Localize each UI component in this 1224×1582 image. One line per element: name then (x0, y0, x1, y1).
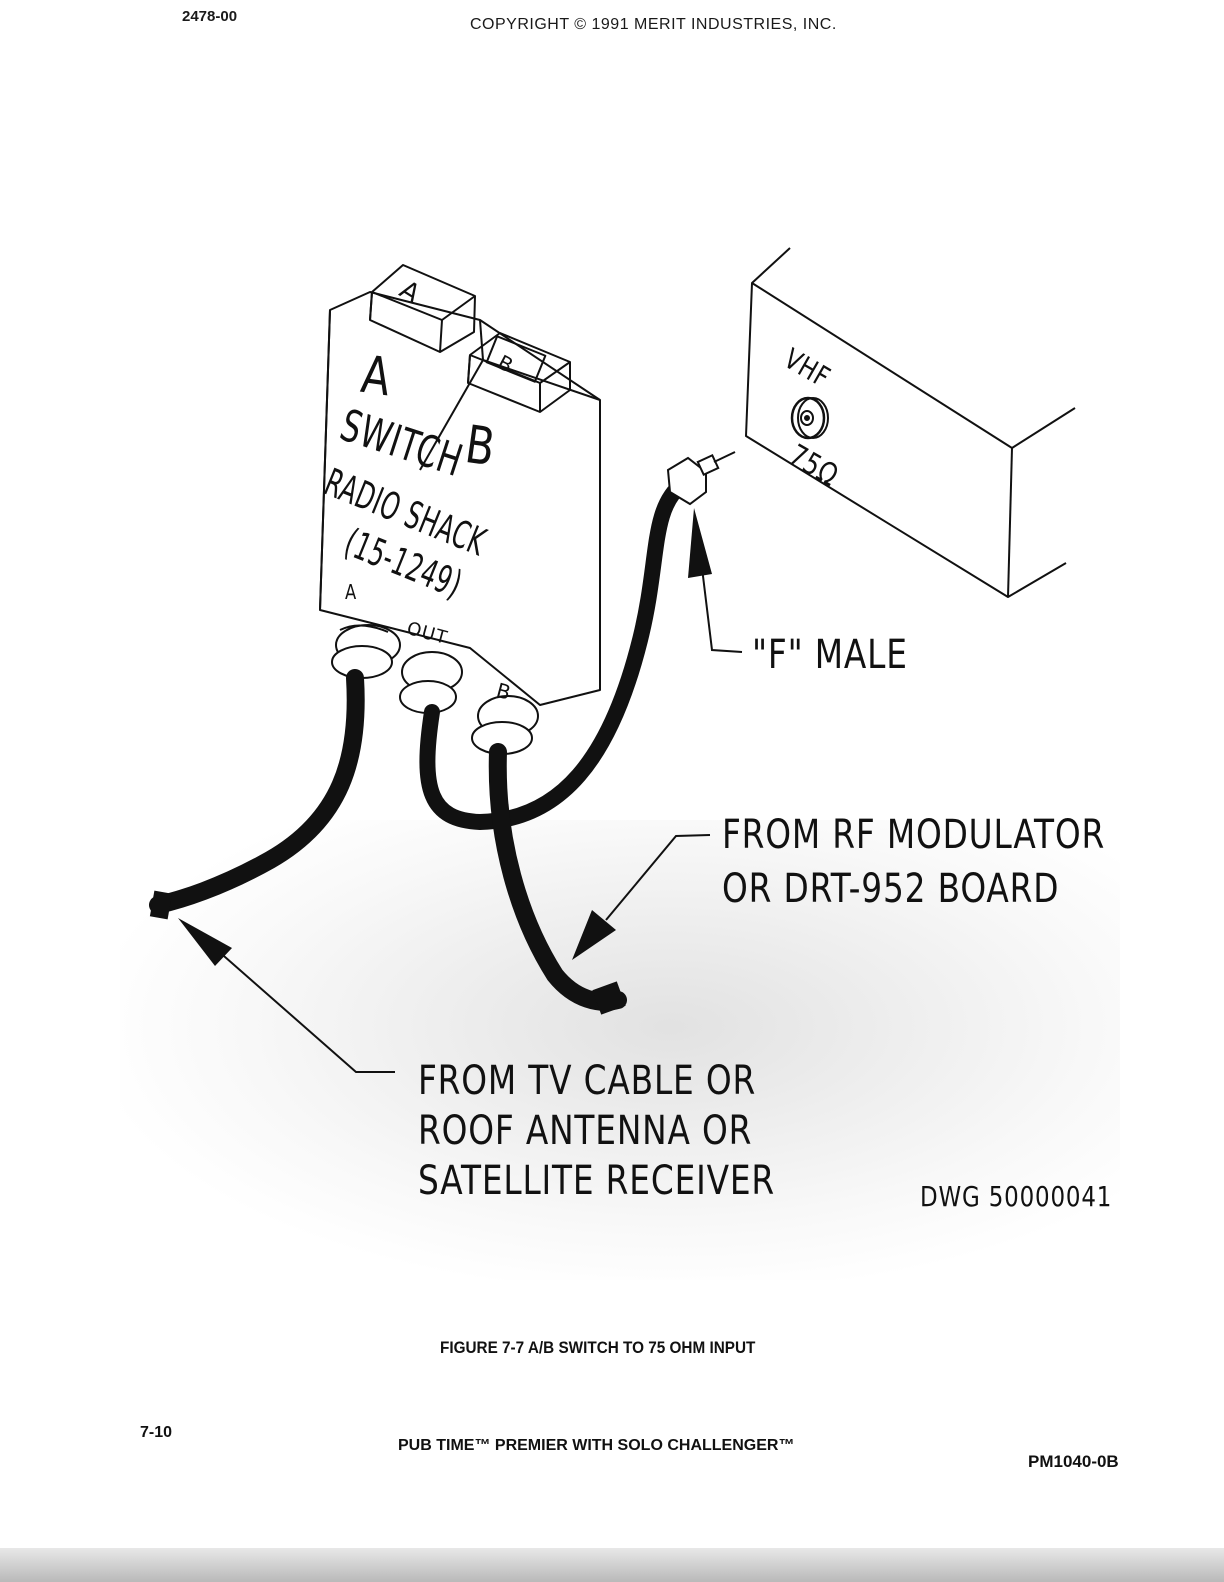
f-male-label: "F" MALE (752, 632, 908, 678)
port-a-label: A (345, 580, 358, 604)
rf-arrowhead (572, 910, 616, 960)
tv-label-line1: FROM TV CABLE OR (418, 1058, 757, 1104)
scan-shadow (120, 820, 1120, 1280)
page-number: 7-10 (140, 1424, 173, 1441)
button-b (467, 332, 571, 413)
tv-set-box (745, 247, 1076, 598)
drawing-number: DWG 50000041 (920, 1180, 1113, 1213)
tv-leader (199, 934, 395, 1073)
f-male-arrowhead (688, 508, 712, 578)
tv-label-line2: ROOF ANTENNA OR (418, 1108, 753, 1154)
port-out-connector (399, 651, 463, 714)
tv-arrowhead (178, 918, 232, 966)
cable-rf-modulator (488, 743, 627, 1011)
vhf-connector-icon (790, 396, 829, 440)
cable-out-to-tv (419, 476, 690, 830)
document-number: 2478-00 (182, 8, 238, 25)
f-male-connector-icon (666, 451, 736, 506)
port-b-connector (471, 695, 539, 755)
button-a (369, 264, 476, 353)
rf-label-line1: FROM RF MODULATOR (722, 812, 1106, 858)
copyright-notice: COPYRIGHT © 1991 MERIT INDUSTRIES, INC. (470, 16, 837, 33)
figure-caption: FIGURE 7-7 A/B SWITCH TO 75 OHM INPUT (440, 1338, 756, 1357)
port-a-connector (331, 624, 401, 679)
rf-label-line2: OR DRT-952 BOARD (722, 866, 1060, 912)
footer-title: PUB TIME™ PREMIER WITH SOLO CHALLENGER™ (398, 1437, 795, 1454)
rf-leader (605, 834, 711, 921)
tv-label-line3: SATELLITE RECEIVER (418, 1158, 776, 1204)
cable-antenna (149, 669, 365, 914)
document-code: PM1040-0B (1028, 1452, 1119, 1471)
ab-switch-body (319, 291, 601, 706)
scan-edge-band (0, 1548, 1224, 1582)
